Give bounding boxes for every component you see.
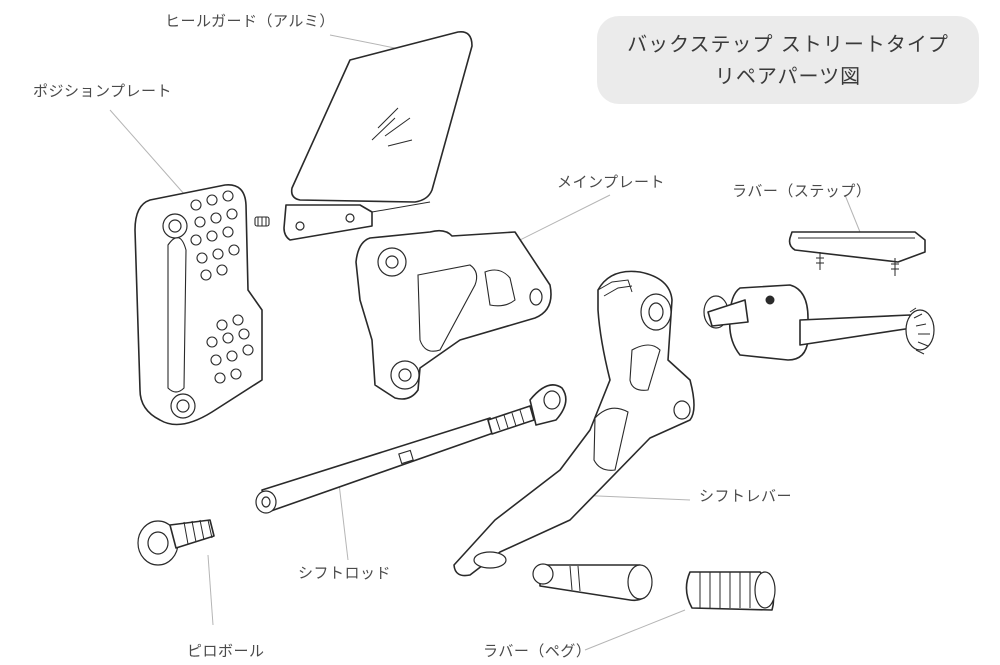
leader-shift-rod <box>337 474 349 561</box>
lower-pillow-ball-part <box>137 519 215 566</box>
shift-rod-part <box>255 417 497 514</box>
rubber-peg-part <box>685 571 776 611</box>
shift-peg-part <box>532 563 653 602</box>
step-bar-part <box>703 284 935 361</box>
title-line-1: バックステップ ストリートタイプ <box>627 32 949 56</box>
title-line-2: リペアパーツ図 <box>714 64 862 88</box>
rubber-step-part <box>788 231 926 276</box>
label-rubber-step: ラバー（ステップ） <box>732 182 872 200</box>
upper-pillow-ball-part <box>487 384 567 435</box>
small-screw-part <box>254 216 270 227</box>
leader-position-plate <box>109 109 186 196</box>
label-heel-guard: ヒールガード（アルミ） <box>165 12 335 30</box>
leader-rubber-step <box>844 194 861 233</box>
label-shift-lever: シフトレバー <box>699 487 793 505</box>
shift-lever-part <box>453 270 695 577</box>
position-plate-part <box>134 184 263 426</box>
heel-guard-part <box>283 30 473 241</box>
label-pillow-ball: ピロボール <box>187 642 265 660</box>
label-shift-rod: シフトロッド <box>298 564 392 582</box>
label-position-plate: ポジションプレート <box>33 82 173 100</box>
main-plate-part <box>355 229 552 400</box>
label-rubber-peg: ラバー（ペグ） <box>483 642 592 660</box>
label-main-plate: メインプレート <box>557 173 666 191</box>
leader-pillow-ball <box>207 554 214 626</box>
title-box: バックステップ ストリートタイプ リペアパーツ図 <box>597 16 979 104</box>
leader-rubber-peg <box>584 609 686 651</box>
